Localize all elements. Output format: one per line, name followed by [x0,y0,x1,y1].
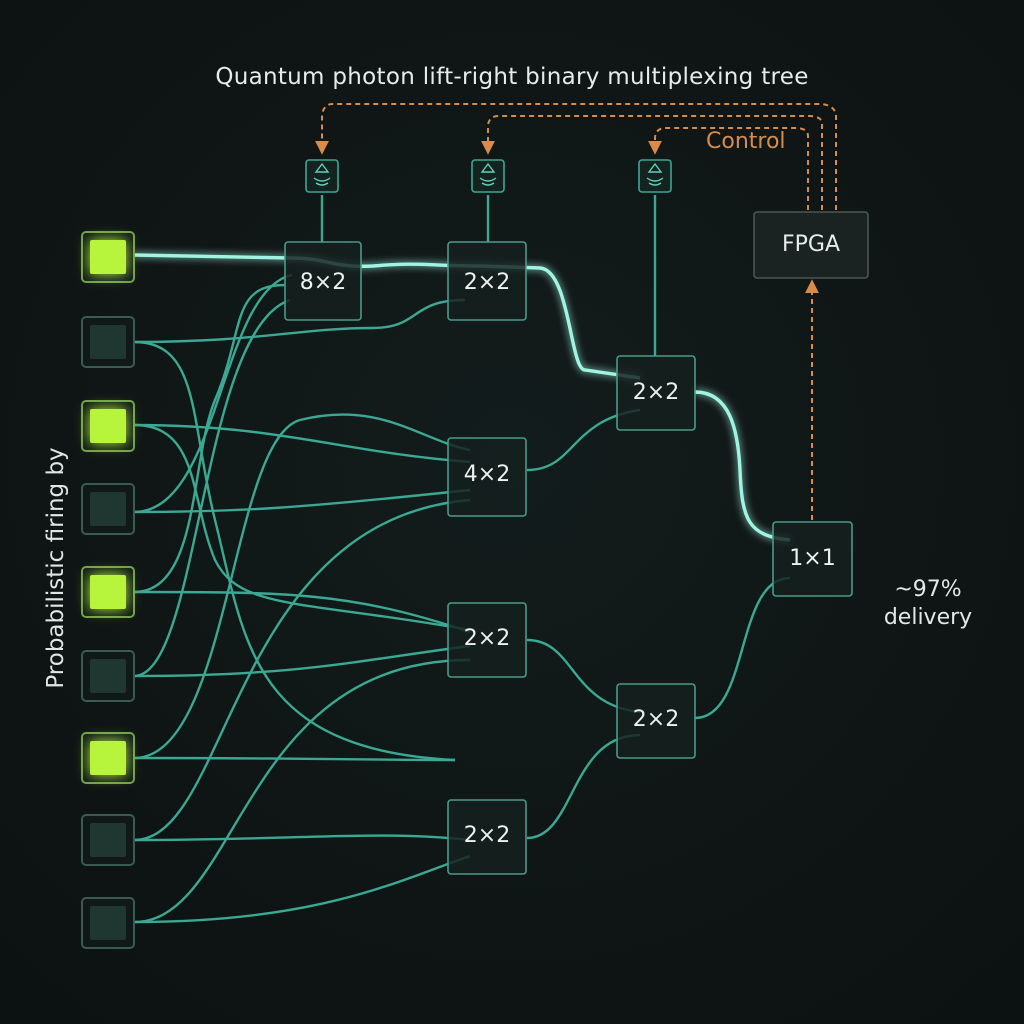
waveguide [133,590,471,634]
switch-label-2x2: 2×2 [632,380,680,405]
control-line [315,103,837,210]
switch-box [616,355,696,431]
waveguide [133,834,471,842]
source-column [81,231,135,949]
switch-box [447,799,527,875]
switch-label-4x2: 4×2 [463,462,511,487]
switch-box [447,437,527,517]
waveguide [133,340,456,762]
detector [471,159,505,193]
source-idle [81,897,135,949]
highlight-path [694,390,791,542]
waveguide [133,273,293,514]
switch-label-2x2: 2×2 [632,707,680,732]
switch-boxes [284,241,853,875]
highlight-path [133,253,641,380]
switch-box [447,602,527,678]
switch-label-8x2: 8×2 [299,270,347,295]
source-fired [81,732,135,784]
waveguide [133,298,291,678]
delivery-percent: ~97% [894,577,962,602]
waveguide [133,498,471,842]
source-idle [81,483,135,535]
detector-icon [313,162,331,186]
waveguide [133,644,471,678]
switch-label-2x2: 2×2 [463,626,511,651]
waveguide [133,298,466,344]
source-fired [81,400,135,452]
detector [638,159,672,193]
fpga-box [753,211,869,279]
detector-icon [646,162,664,186]
y-axis-label: Probabilistic firing by [43,447,69,689]
source-idle [81,316,135,368]
waveguide-network [133,195,791,924]
switch-box [772,521,853,597]
control-line [481,115,823,210]
waveguide [133,488,471,514]
control-lines [315,103,837,520]
waveguide [133,658,471,924]
delivery-text: delivery [883,605,973,630]
control-line [648,127,809,210]
waveguide [133,423,471,632]
waveguide [133,854,471,924]
delivery-label: ~97% delivery [868,576,988,632]
waveguide [133,756,456,762]
detector-icon [479,162,497,186]
fpga-label: FPGA [781,232,841,257]
source-fired [81,231,135,283]
source-fired [81,566,135,618]
source-idle [81,814,135,866]
waveguide [133,423,471,464]
switch-box [447,241,527,321]
waveguide [694,576,791,720]
control-label: Control [706,129,786,154]
diagram-title: Quantum photon lift-right binary multipl… [215,64,809,90]
switch-label-2x2: 2×2 [463,270,511,295]
waveguide [133,283,286,594]
detector [305,159,339,193]
switch-label-1x1: 1×1 [789,546,836,571]
switch-box [616,683,696,759]
source-idle [81,650,135,702]
waveguide [133,413,471,760]
switch-box [284,241,362,321]
switch-label-2x2: 2×2 [463,823,511,848]
